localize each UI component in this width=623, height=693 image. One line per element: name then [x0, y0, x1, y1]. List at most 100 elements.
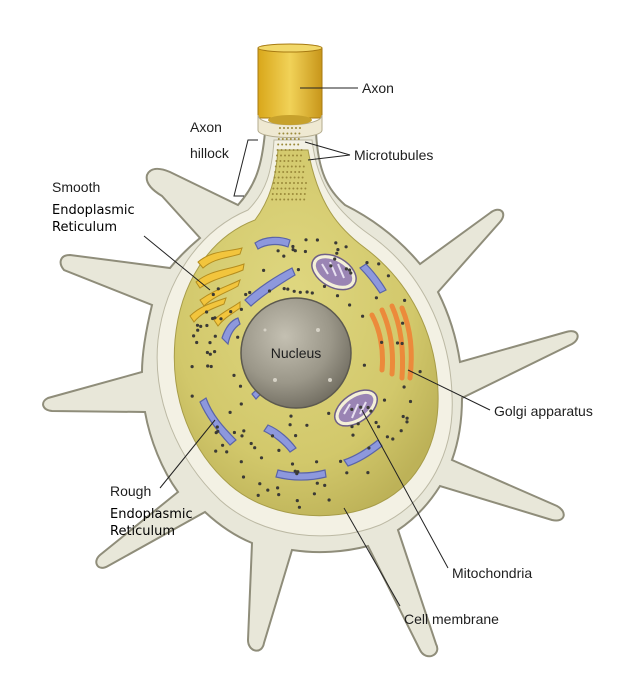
ribosome-dot: [323, 483, 327, 487]
axon-hillock-label-line1: Axon: [190, 119, 222, 135]
cell-membrane-label: Cell membrane: [404, 611, 499, 627]
microtubule-dot: [287, 193, 290, 195]
ribosome-dot: [296, 470, 300, 474]
microtubule-dot: [279, 198, 282, 201]
microtubule-dot: [303, 193, 306, 195]
microtubule-dot: [297, 182, 299, 184]
ribosome-dot: [239, 460, 243, 464]
ribosome-dot: [199, 324, 203, 328]
microtubule-dot: [300, 154, 302, 157]
ribosome-dot: [362, 363, 366, 367]
ribosome-dot: [242, 429, 246, 433]
microtubule-dot: [281, 138, 284, 140]
microtubule-dot: [280, 149, 283, 151]
ribosome-dot: [365, 261, 369, 265]
nucleus: Nucleus: [240, 297, 352, 409]
microtubule-dot: [293, 138, 296, 140]
microtubule-dot: [291, 160, 294, 162]
ribosome-dot: [205, 310, 209, 314]
axon-label: Axon: [362, 80, 394, 96]
ribosome-dot: [240, 434, 244, 438]
ribosome-dot: [405, 416, 409, 420]
ribosome-dots: [190, 238, 422, 509]
ribosome-dot: [327, 498, 331, 502]
microtubule-dot: [296, 187, 299, 190]
ribosome-dot: [351, 433, 355, 437]
rough-er-label-line1: Rough: [110, 483, 151, 499]
microtubule-dot: [289, 138, 292, 140]
ribosome-dot: [289, 414, 293, 418]
microtubule-dot: [289, 176, 292, 179]
ribosome-dot: [190, 365, 194, 369]
ribosome-dot: [216, 429, 220, 433]
microtubule-dot: [298, 171, 301, 173]
ribosome-dot: [336, 248, 340, 252]
microtubule-dot: [275, 160, 278, 162]
microtubule-dot: [291, 198, 294, 201]
ribosome-dot: [339, 459, 343, 463]
ribosome-dot: [380, 340, 384, 344]
microtubule-dot: [282, 171, 285, 173]
ribosome-dot: [377, 262, 381, 266]
ribosome-dot: [303, 249, 307, 254]
microtubule-dot: [294, 171, 297, 173]
microtubule-dot: [276, 154, 278, 157]
microtubule-dot: [281, 143, 284, 146]
ribosome-dot: [350, 407, 354, 411]
ribosome-dot: [215, 425, 219, 429]
ribosome-dot: [282, 254, 286, 258]
microtubule-dot: [299, 127, 301, 129]
ribosome-dot: [335, 294, 340, 298]
microtubule-dot: [279, 193, 282, 195]
microtubule-dot: [286, 165, 289, 168]
microtubule-dot: [283, 198, 286, 201]
ribosome-dot: [249, 441, 253, 446]
microtubule-dot: [280, 187, 283, 190]
ribosome-dot: [298, 290, 302, 294]
ribosome-dot: [196, 328, 200, 332]
rough-er-leader: [159, 419, 216, 489]
mitochondria-label: Mitochondria: [452, 565, 532, 581]
microtubule-dot: [301, 176, 304, 179]
rough-er-label-line3: Reticulum: [110, 524, 175, 539]
microtubule-dot: [298, 165, 301, 168]
ribosome-dot: [401, 321, 405, 325]
ribosome-dot: [304, 238, 308, 242]
axon-hillock-bracket: [233, 139, 258, 197]
ribosome-dot: [296, 268, 300, 272]
microtubule-dot: [275, 198, 278, 201]
microtubule-dot: [273, 176, 276, 179]
ribosome-dot: [344, 267, 348, 271]
mitochondrion-bottom: [334, 389, 378, 427]
ribosome-dot: [229, 310, 233, 314]
ribosome-dot: [401, 414, 405, 419]
ribosome-dot: [216, 287, 220, 291]
smooth-er-label-line2: Endoplasmic: [52, 203, 135, 218]
ribosome-dot: [239, 307, 243, 311]
microtubule-dot: [278, 171, 281, 173]
ribosome-dot: [195, 340, 199, 345]
ribosome-dot: [385, 435, 389, 439]
ribosome-dot: [277, 448, 281, 452]
ribosome-dot: [335, 251, 339, 255]
microtubule-dot: [293, 182, 295, 184]
ribosome-dot: [244, 292, 248, 297]
microtubule-dot: [282, 165, 285, 168]
microtubule-dot: [277, 143, 280, 146]
ribosome-dot: [395, 341, 400, 345]
microtubule-dot: [285, 182, 287, 184]
mitochondrion-top: [311, 253, 357, 291]
golgi-label: Golgi apparatus: [494, 403, 593, 419]
ribosome-dot: [225, 450, 229, 454]
labels: Axon Axon hillock Microtubules Smooth En…: [52, 80, 593, 627]
ribosome-dot: [366, 471, 370, 475]
microtubule-dot: [275, 193, 278, 195]
ribosome-dot: [219, 317, 223, 321]
ribosome-dot: [248, 290, 252, 295]
microtubule-dot: [288, 149, 291, 151]
ribosome-dot: [294, 434, 298, 438]
ribosome-dot: [382, 398, 387, 402]
ribosome-dot: [208, 352, 212, 356]
ribosome-dot: [402, 385, 406, 389]
